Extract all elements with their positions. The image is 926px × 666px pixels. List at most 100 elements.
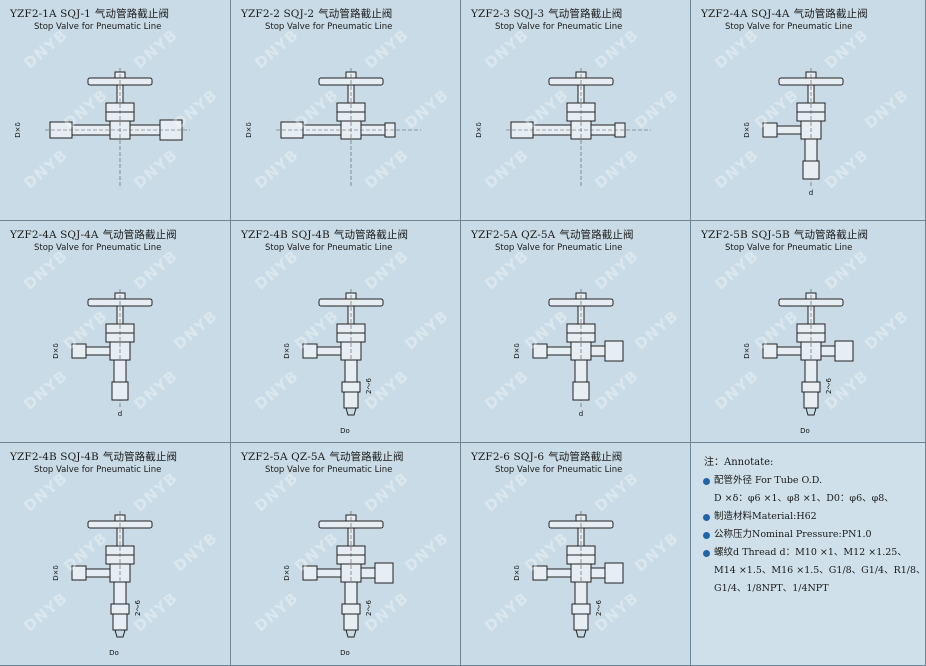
note-material: 制造材料Material:H62 (700, 508, 922, 526)
panel-subtitle: Stop Valve for Pneumatic Line (495, 243, 623, 253)
valve-drawing (762, 68, 844, 188)
left-nut (762, 122, 778, 138)
panel-subtitle: Stop Valve for Pneumatic Line (495, 465, 623, 475)
left-nut (762, 343, 778, 359)
bullet-icon (703, 532, 710, 539)
panel-subtitle: Stop Valve for Pneumatic Line (265, 22, 393, 32)
dimension-label: 2～6 (365, 378, 373, 394)
panel-subtitle: Stop Valve for Pneumatic Line (725, 243, 853, 253)
dimension-label: D×δ (513, 565, 521, 581)
dimension-label: D×δ (52, 343, 60, 359)
bottom-nut (343, 391, 359, 409)
bottom-thread (111, 381, 129, 401)
left-nut (71, 343, 87, 359)
valve-drawing (762, 289, 854, 416)
valve-diagram: D×δ (245, 68, 421, 188)
valve-drawing (276, 68, 421, 188)
bottom-nut (803, 391, 819, 409)
bullet-icon (703, 514, 710, 521)
dimension-label: d (579, 410, 583, 418)
panel-subtitle: Stop Valve for Pneumatic Line (725, 22, 853, 32)
panel-subtitle: Stop Valve for Pneumatic Line (495, 22, 623, 32)
valve-diagram: D×δ d (513, 289, 624, 418)
notes-heading: 注：Annotate: (704, 457, 774, 468)
note-tube-values: D ×δ：φ6 ×1、φ8 ×1、D0：φ6、φ8、 (714, 493, 894, 504)
dimension-label: D×δ (475, 122, 483, 138)
panel-subtitle: Stop Valve for Pneumatic Line (265, 243, 393, 253)
panel-subtitle: Stop Valve for Pneumatic Line (34, 243, 162, 253)
valve-drawing (506, 68, 651, 188)
note-thread-3: G1/4、1/8NPT、1/4NPT (714, 583, 829, 594)
dimension-label: D×δ (52, 565, 60, 581)
valve-drawing (532, 511, 624, 638)
left-nut (302, 565, 318, 581)
dimension-label: d (809, 189, 813, 197)
bottom-thread (572, 381, 590, 401)
bottom-thread (802, 160, 820, 180)
dimension-label: D×δ (14, 122, 22, 138)
valve-diagram: D×δ d (52, 289, 153, 418)
note-thread-2: M14 ×1.5、M16 ×1.5、G1/8、G1/4、R1/8、 (714, 565, 926, 576)
dimension-label: D×δ (513, 343, 521, 359)
valve-drawing (302, 511, 394, 638)
right-nut (834, 340, 854, 362)
dimension-label: D×δ (283, 343, 291, 359)
right-nut (604, 340, 624, 362)
left-nut (302, 343, 318, 359)
notes-panel (691, 443, 926, 666)
dimension-label: D×δ (743, 122, 751, 138)
valve-diagram: D×δ (14, 68, 190, 188)
panel-subtitle: Stop Valve for Pneumatic Line (34, 465, 162, 475)
valve-diagram: D×δ 2～6Do (283, 511, 394, 657)
bottom-nut (343, 613, 359, 631)
bottom-nut (112, 613, 128, 631)
left-nut (71, 565, 87, 581)
valve-drawing (532, 289, 624, 409)
note-pressure: 公称压力Nominal Pressure:PN1.0 (700, 526, 922, 544)
dimension-label: Do (109, 649, 119, 657)
bullet-icon (703, 550, 710, 557)
annotation-notes: 注：Annotate: 配管外径 For Tube O.D. D ×δ：φ6 ×… (700, 454, 926, 598)
dimension-label: d (118, 410, 122, 418)
dimension-label: Do (340, 649, 350, 657)
bottom-nut (573, 613, 589, 631)
valve-diagram: D×δ 2～6Do (283, 289, 384, 435)
note-thread: 螺纹d Thread d：M10 ×1、M12 ×1.25、 (700, 544, 922, 562)
valve-drawing (302, 289, 384, 416)
dimension-label: 2～6 (595, 600, 603, 616)
valve-diagram: D×δ 2～6 (513, 511, 624, 638)
dimension-label: D×δ (283, 565, 291, 581)
valve-drawing (71, 289, 153, 409)
dimension-label: 2～6 (825, 378, 833, 394)
dimension-label: 2～6 (134, 600, 142, 616)
right-nut (604, 562, 624, 584)
left-nut (532, 565, 548, 581)
right-nut (374, 562, 394, 584)
dimension-label: Do (340, 427, 350, 435)
note-tube: 配管外径 For Tube O.D. (700, 472, 922, 490)
left-nut (532, 343, 548, 359)
dimension-label: 2～6 (365, 600, 373, 616)
valve-diagram: D×δ 2～6Do (52, 511, 153, 657)
dimension-label: D×δ (245, 122, 253, 138)
